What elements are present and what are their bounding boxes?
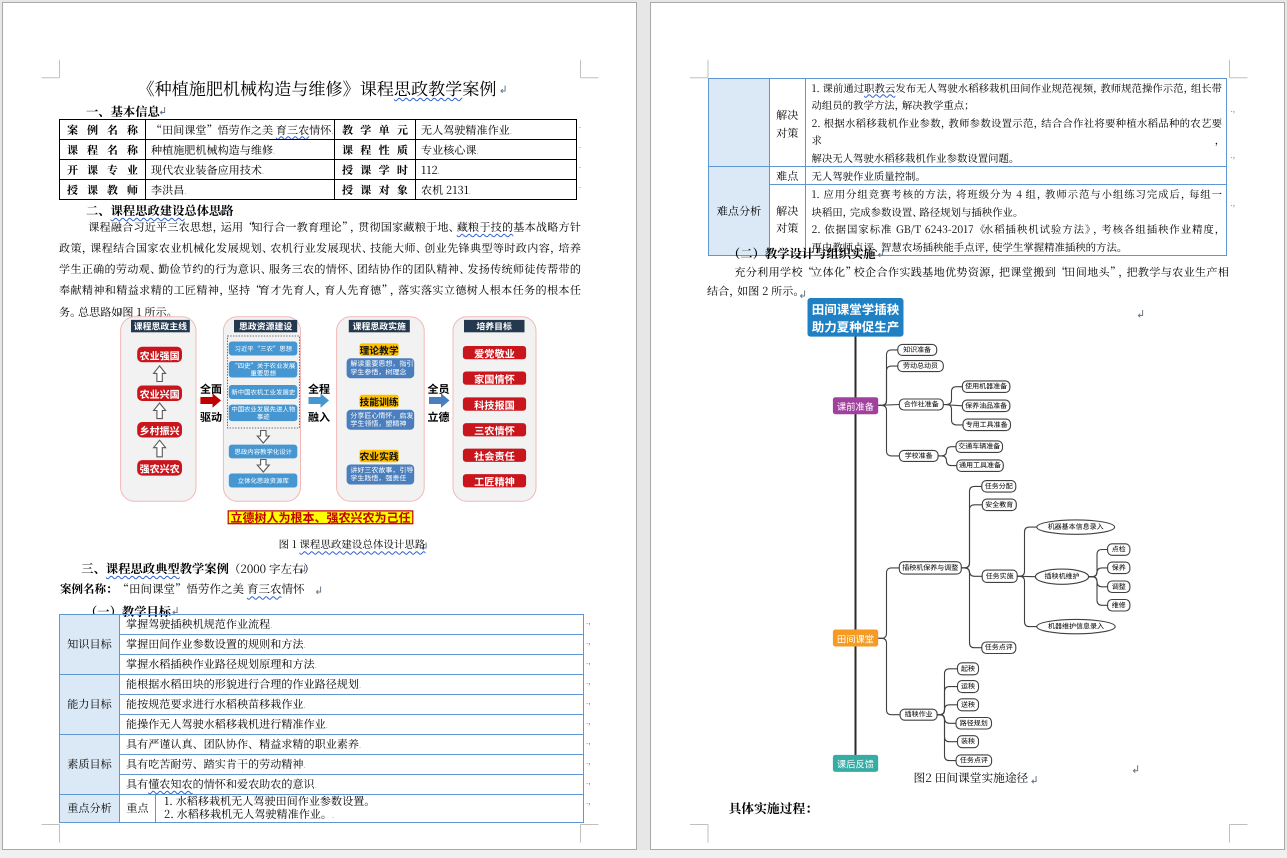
svg-text:学校准备: 学校准备 (905, 451, 933, 461)
svg-text:助力夏种促生产: 助力夏种促生产 (812, 317, 900, 336)
svg-text:任务分配: 任务分配 (985, 481, 1013, 491)
svg-text:解读重要思想，指引: 解读重要思想，指引 (350, 359, 413, 369)
svg-text:劳动总动员: 劳动总动员 (903, 361, 938, 371)
svg-text:任务点评: 任务点评 (960, 756, 988, 766)
svg-text:融入: 融入 (308, 409, 330, 425)
svg-text:思政资源建设: 思政资源建设 (239, 320, 292, 333)
svg-text:重要思想: 重要思想 (251, 369, 277, 378)
svg-text:路径规划: 路径规划 (960, 718, 988, 728)
svg-text:农业兴国: 农业兴国 (140, 386, 180, 401)
svg-text:课前准备: 课前准备 (837, 399, 875, 413)
svg-text:使用机器准备: 使用机器准备 (965, 382, 1007, 392)
svg-text:交通车辆准备: 交通车辆准备 (958, 442, 1000, 452)
svg-text:课程思政主线: 课程思政主线 (134, 320, 187, 333)
svg-text:立德: 立德 (428, 409, 450, 425)
svg-text:“四史”关于农业发展: “四史”关于农业发展 (231, 361, 296, 370)
svg-text:学生领悟，塑精神: 学生领悟，塑精神 (350, 419, 406, 429)
svg-text:任务点评: 任务点评 (985, 643, 1013, 653)
svg-text:驱动: 驱动 (200, 409, 222, 425)
svg-text:合作社准备: 合作社准备 (904, 400, 939, 410)
svg-text:保养: 保养 (1112, 563, 1126, 573)
svg-text:三农情怀: 三农情怀 (474, 423, 515, 438)
svg-text:专用工具准备: 专用工具准备 (966, 420, 1008, 430)
svg-text:全程: 全程 (308, 381, 330, 397)
svg-text:课后反馈: 课后反馈 (837, 757, 874, 771)
svg-text:起秧: 起秧 (961, 664, 975, 674)
svg-text:中国农业发展先进人物: 中国农业发展先进人物 (231, 405, 296, 414)
svg-text:田间课堂: 田间课堂 (837, 631, 874, 645)
svg-text:课程思政实施: 课程思政实施 (353, 320, 406, 333)
svg-text:习近平“三农”思想: 习近平“三农”思想 (235, 344, 293, 353)
svg-text:农业强国: 农业强国 (140, 347, 180, 362)
svg-text:爱党敬业: 爱党敬业 (474, 346, 515, 361)
svg-text:学生参悟，树理念: 学生参悟，树理念 (350, 367, 406, 377)
svg-text:培养目标: 培养目标 (476, 320, 512, 333)
svg-text:保养油品准备: 保养油品准备 (965, 401, 1007, 411)
svg-text:机器维护信息录入: 机器维护信息录入 (1048, 622, 1104, 632)
svg-text:点检: 点检 (1112, 545, 1126, 555)
svg-text:调整: 调整 (1112, 582, 1126, 592)
svg-text:理论教学: 理论教学 (360, 343, 399, 357)
svg-text:插秧作业: 插秧作业 (905, 710, 933, 720)
svg-text:装秧: 装秧 (961, 737, 975, 747)
svg-text:全员: 全员 (428, 381, 450, 397)
svg-text:机器基本信息录入: 机器基本信息录入 (1048, 522, 1104, 532)
svg-text:插秧机保养与调整: 插秧机保养与调整 (902, 563, 958, 573)
svg-text:乡村振兴: 乡村振兴 (140, 423, 180, 438)
svg-text:学生践悟，强责任: 学生践悟，强责任 (350, 474, 406, 484)
svg-text:立体化思政资源库: 立体化思政资源库 (238, 476, 290, 485)
svg-text:运秧: 运秧 (961, 682, 975, 692)
svg-text:任务实施: 任务实施 (986, 571, 1014, 581)
svg-text:送秧: 送秧 (961, 700, 975, 710)
svg-text:思政内容教学化设计: 思政内容教学化设计 (235, 447, 293, 456)
svg-text:社会责任: 社会责任 (474, 448, 515, 463)
svg-text:全面: 全面 (200, 381, 222, 397)
svg-text:田间课堂学插秧: 田间课堂学插秧 (812, 299, 900, 318)
svg-text:知识准备: 知识准备 (903, 345, 931, 355)
svg-text:安全教育: 安全教育 (985, 500, 1013, 510)
svg-text:分享匠心情怀，启发: 分享匠心情怀，启发 (350, 411, 413, 421)
svg-text:立德树人为根本、强农兴农为己任: 立德树人为根本、强农兴农为己任 (230, 509, 410, 526)
svg-text:新中国农机工业发展史: 新中国农机工业发展史 (231, 388, 296, 397)
svg-text:插秧机维护: 插秧机维护 (1045, 572, 1080, 582)
svg-text:强农兴农: 强农兴农 (140, 461, 180, 476)
svg-text:技能训练: 技能训练 (360, 394, 399, 408)
svg-text:农业实践: 农业实践 (360, 449, 399, 463)
svg-text:通用工具准备: 通用工具准备 (959, 461, 1001, 471)
svg-text:维修: 维修 (1112, 600, 1126, 610)
svg-text:工匠精神: 工匠精神 (474, 474, 515, 489)
svg-text:家国情怀: 家国情怀 (474, 371, 515, 386)
svg-text:事迹: 事迹 (257, 412, 270, 421)
svg-text:科技报国: 科技报国 (474, 397, 515, 412)
svg-text:讲好三农故事，引导: 讲好三农故事，引导 (350, 466, 413, 476)
